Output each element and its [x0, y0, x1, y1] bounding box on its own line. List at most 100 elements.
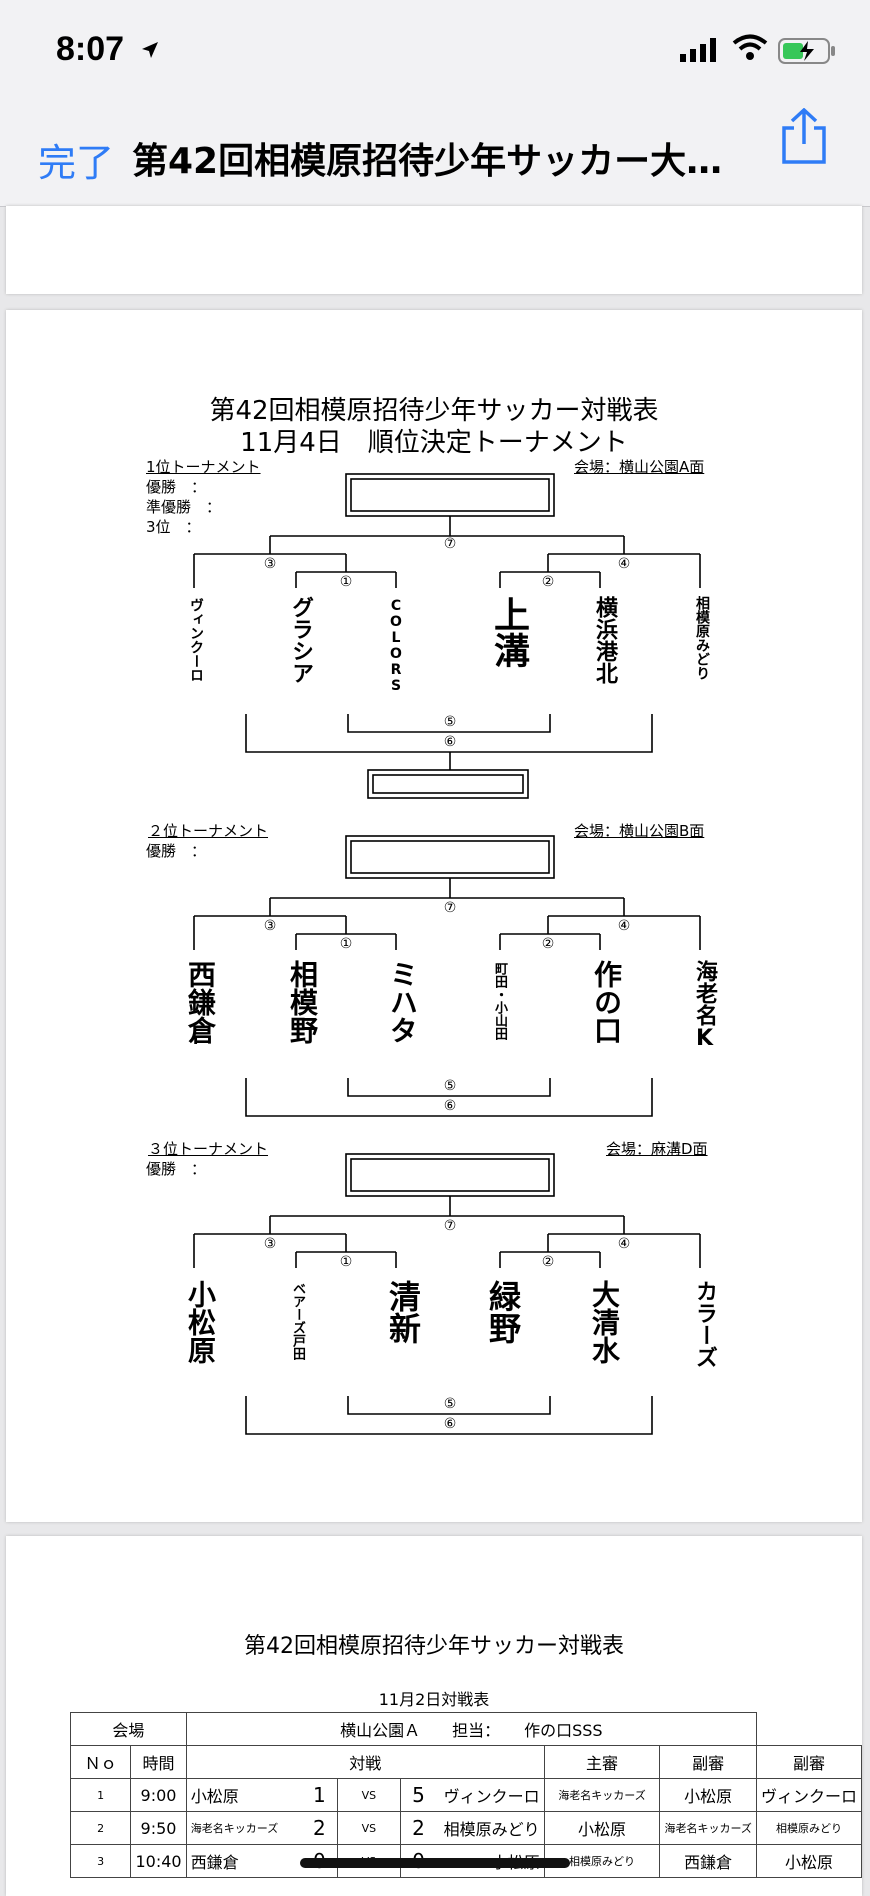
- home-team: 海老名キッカーズ: [185, 1811, 302, 1845]
- team-name: COLORS: [388, 598, 404, 694]
- wifi-icon: [732, 34, 768, 60]
- team-name: 清新: [384, 1280, 422, 1344]
- status-bar: 8:07: [0, 0, 870, 100]
- schedule-table: 会場 横山公園Ａ 担当： 作の口SSS Ｎｏ 時間 対戦 主審 副審 副審 1 …: [69, 1712, 863, 1878]
- pdf-page-previous: [6, 206, 862, 294]
- team-name: 小松原: [184, 1280, 217, 1364]
- done-button[interactable]: 完了: [38, 141, 115, 185]
- match-number: ②: [541, 574, 555, 590]
- bracket-title: 第42回相模原招待少年サッカー対戦表: [209, 396, 659, 426]
- home-team: 小松原: [185, 1778, 302, 1812]
- table-cell: 会場: [70, 1712, 187, 1746]
- match-number: ②: [541, 1254, 555, 1270]
- home-score: 1: [301, 1778, 339, 1812]
- t1-champion-label: 優勝 ：: [146, 478, 207, 496]
- t1-runnerup-label: 準優勝 ：: [146, 498, 222, 516]
- referee: 海老名キッカーズ: [543, 1778, 661, 1812]
- pdf-page-bracket: 第42回相模原招待少年サッカー対戦表 11月4日 順位決定トーナメント 1位トー…: [6, 310, 862, 1522]
- vs-label: VS: [337, 1778, 401, 1812]
- home-indicator[interactable]: [300, 1858, 570, 1868]
- team-name: ミハタ: [386, 960, 419, 1044]
- match-time: 9:50: [130, 1811, 187, 1845]
- table-row: 会場 横山公園Ａ 担当： 作の口SSS: [70, 1712, 862, 1746]
- row-number: 1: [69, 1778, 132, 1812]
- team-name: 海老名K: [692, 960, 717, 1051]
- away-team: ヴィンクーロ: [436, 1778, 545, 1812]
- schedule-title: 第42回相模原招待少年サッカー対戦表: [244, 1634, 624, 1659]
- match-number: ④: [617, 918, 631, 934]
- t2-venue: 会場：横山公園B面: [574, 822, 705, 840]
- table-row: 1 9:00 小松原 1 VS 5 ヴィンクーロ 海老名キッカーズ 小松原 ヴィ…: [69, 1778, 863, 1812]
- match-number: ⑦: [443, 536, 457, 552]
- assistant-referee: 海老名キッカーズ: [659, 1811, 757, 1845]
- row-number: 3: [69, 1844, 132, 1878]
- column-header: 時間: [130, 1745, 187, 1779]
- team-name: 緑野: [484, 1280, 522, 1344]
- t2-champion-label: 優勝 ：: [146, 842, 207, 860]
- match-number: ⑤: [443, 1078, 457, 1094]
- away-score: 2: [399, 1811, 437, 1845]
- cellular-signal-icon: [680, 38, 716, 62]
- t3-heading: ３位トーナメント: [148, 1140, 269, 1158]
- match-number: ②: [541, 936, 555, 952]
- table-row: 2 9:50 海老名キッカーズ 2 VS 2 相模原みどり 小松原 海老名キッカ…: [69, 1811, 863, 1845]
- table-header-row: Ｎｏ 時間 対戦 主審 副審 副審: [69, 1745, 863, 1779]
- t1-heading: 1位トーナメント: [146, 458, 261, 476]
- t1-third-label: 3位 ：: [146, 518, 201, 536]
- location-arrow-icon: [142, 42, 158, 58]
- assistant-referee: 西鎌倉: [659, 1844, 757, 1878]
- match-number: ⑦: [443, 1218, 457, 1234]
- assistant-referee: 小松原: [755, 1844, 863, 1878]
- team-name: 相模原みどり: [694, 596, 710, 680]
- match-number: ⑤: [443, 714, 457, 730]
- match-number: ⑥: [443, 1098, 457, 1114]
- match-number: ③: [263, 556, 277, 572]
- match-number: ①: [339, 1254, 353, 1270]
- column-header: 主審: [543, 1745, 661, 1779]
- pdf-page-schedule: 第42回相模原招待少年サッカー対戦表 11月2日対戦表 会場 横山公園Ａ 担当：…: [6, 1536, 863, 1896]
- team-name: 横浜港北: [592, 596, 617, 684]
- match-number: ⑤: [443, 1396, 457, 1412]
- match-number: ③: [263, 1236, 277, 1252]
- t1-venue: 会場：横山公園A面: [574, 458, 705, 476]
- match-number: ④: [617, 1236, 631, 1252]
- home-score: 2: [301, 1811, 339, 1845]
- bracket-subtitle: 11月4日 順位決定トーナメント: [240, 428, 628, 458]
- team-name: ベアーズ戸田: [290, 1282, 305, 1360]
- match-number: ⑥: [443, 1416, 457, 1432]
- team-name: 相模野: [286, 960, 319, 1044]
- t3-champion-label: 優勝 ：: [146, 1160, 207, 1178]
- team-name: カラーズ: [692, 1280, 717, 1368]
- match-time: 10:40: [130, 1844, 187, 1878]
- bracket-lines: [193, 473, 701, 1435]
- column-header: 副審: [659, 1745, 757, 1779]
- team-name: 大清水: [588, 1280, 621, 1364]
- assistant-referee: 小松原: [659, 1778, 757, 1812]
- battery-charging-icon: [778, 38, 835, 64]
- column-header: 対戦: [185, 1745, 545, 1779]
- away-score: 5: [399, 1778, 437, 1812]
- t2-heading: ２位トーナメント: [148, 822, 269, 840]
- navigation-bar: 完了 第42回相模原招待少年サッカー大…: [0, 100, 870, 207]
- column-header: Ｎｏ: [69, 1745, 132, 1779]
- match-number: ⑥: [443, 734, 457, 750]
- t3-venue: 会場：麻溝D面: [606, 1140, 708, 1158]
- match-number: ③: [263, 918, 277, 934]
- team-name: 町田・小山田: [492, 962, 507, 1040]
- assistant-referee: 相模原みどり: [755, 1811, 863, 1845]
- assistant-referee: ヴィンクーロ: [755, 1778, 863, 1812]
- row-number: 2: [69, 1811, 132, 1845]
- team-name: グラシア: [288, 596, 313, 684]
- status-time: 8:07: [56, 30, 125, 68]
- schedule-subtitle: 11月2日対戦表: [378, 1690, 490, 1709]
- team-name: ヴィンクーロ: [188, 598, 204, 682]
- share-icon[interactable]: [780, 108, 828, 164]
- match-number: ④: [617, 556, 631, 572]
- team-name: 上溝: [488, 596, 529, 668]
- referee: 小松原: [543, 1811, 661, 1845]
- column-header: 副審: [755, 1745, 863, 1779]
- team-name: 西鎌倉: [184, 960, 217, 1044]
- team-name: 作の口: [590, 960, 623, 1044]
- vs-label: VS: [337, 1811, 401, 1845]
- away-team: 相模原みどり: [436, 1811, 545, 1845]
